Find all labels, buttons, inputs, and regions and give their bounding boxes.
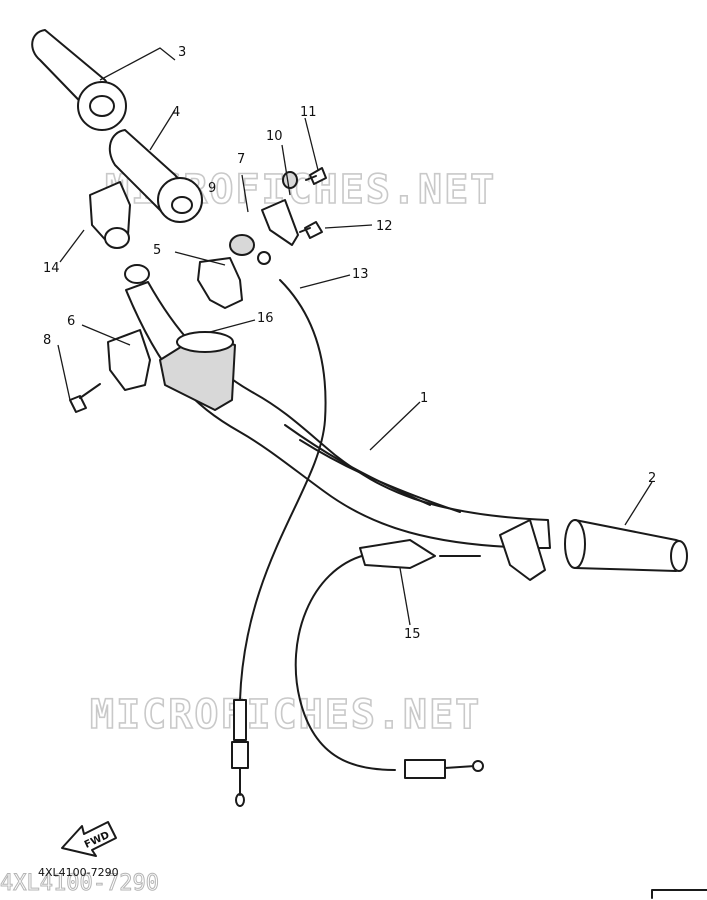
throttle-housing-upper (197, 257, 243, 309)
bolt (69, 383, 101, 413)
callout-9: 9 (208, 181, 216, 196)
nut (282, 171, 298, 189)
fwd-arrow: FWD (61, 821, 117, 857)
callout-10: 10 (266, 129, 283, 144)
cable-bracket (261, 199, 299, 246)
callout-12: 12 (376, 219, 393, 234)
callout-11: 11 (300, 105, 317, 120)
screw-11 (305, 167, 327, 185)
callout-6: 6 (67, 314, 75, 329)
throttle-cable (231, 279, 327, 807)
callout-5: 5 (153, 243, 161, 258)
left-grip (31, 29, 127, 131)
screw-12 (299, 221, 323, 239)
cable-pulley (229, 234, 271, 265)
callout-4: 4 (172, 105, 180, 120)
leader-lines (57, 47, 653, 626)
clutch-cable (294, 519, 546, 779)
callout-14: 14 (43, 261, 60, 276)
corner-mark (651, 889, 707, 899)
handlebar (124, 264, 551, 549)
throttle-tube (108, 129, 203, 223)
callouts: 1 2 3 4 5 6 7 8 9 10 11 12 13 14 15 16 (43, 45, 656, 642)
callout-3: 3 (178, 45, 186, 60)
callout-2: 2 (648, 471, 656, 486)
callout-15: 15 (404, 627, 421, 642)
callout-8: 8 (43, 333, 51, 348)
left-switch-housing (89, 181, 131, 249)
callout-13: 13 (352, 267, 369, 282)
throttle-housing-lower (107, 329, 151, 391)
callout-16: 16 (257, 311, 274, 326)
watermark-bottom: MICROFICHES.NET (90, 692, 481, 738)
right-grip (564, 519, 688, 572)
cable-guide (159, 331, 236, 411)
drawing-code: 4XL4100-7290 (38, 866, 119, 879)
drawing-code-outline: 4XL4100-7290 (0, 871, 159, 896)
callout-1: 1 (420, 391, 428, 406)
callout-7: 7 (237, 152, 245, 167)
